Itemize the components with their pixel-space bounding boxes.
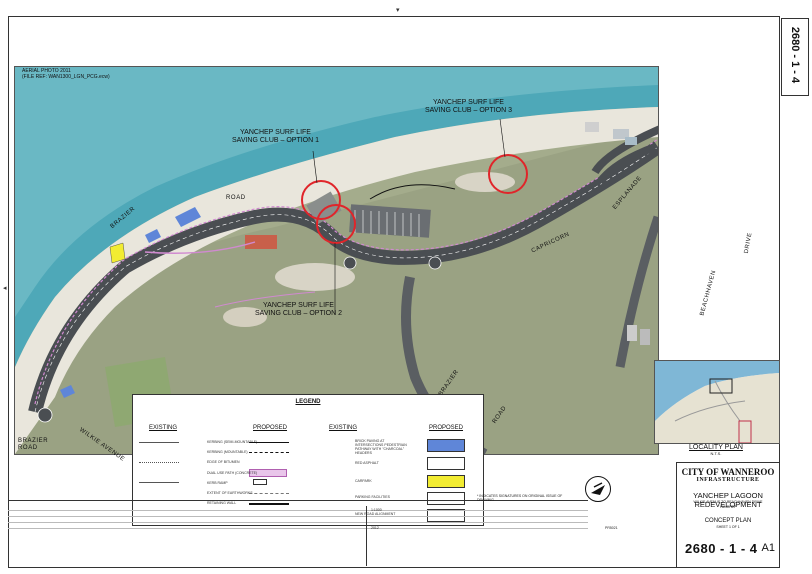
signature-note: * INDICATES SIGNATURES ON ORIGINAL ISSUE… xyxy=(477,494,563,502)
legend-swatch-brick-paving xyxy=(427,439,465,452)
side-drawing-number-text: 2680 - 1 - 4 xyxy=(789,26,801,84)
locality-plan-scale: N.T.S. xyxy=(710,451,722,456)
legend-item-kerb-ramp: KERB RAMP xyxy=(207,481,228,485)
aerial-photo-note: AERIAL PHOTO 2011 (FILE REF: WAN1300_LGN… xyxy=(22,68,110,80)
title-block: CITY OF WANNEROO INFRASTRUCTURE YANCHEP … xyxy=(676,462,780,568)
border-marker-top: ▾ xyxy=(396,7,400,14)
callout-option-1-line-2: SAVING CLUB – OPTION 1 xyxy=(232,137,320,144)
legend-item-red-asphalt: RED ASPHALT xyxy=(355,461,379,465)
legend: LEGEND EXISTING PROPOSED EXISTING PROPOS… xyxy=(132,394,484,526)
drawing-date: 2012 xyxy=(371,526,379,530)
legend-proposed-left: PROPOSED xyxy=(253,425,288,431)
legend-line-kerb-mountable xyxy=(249,452,289,453)
locality-plan-caption: LOCALITY PLAN xyxy=(689,444,743,451)
legend-item-dual-use-path: DUAL USE PATH (CONCRETE) xyxy=(207,471,258,475)
department-name: INFRASTRUCTURE xyxy=(696,477,760,483)
legend-item-parking: PARKING FACILITIES xyxy=(355,495,390,499)
legend-item-new-road: NEW ROAD ALIGNMENT xyxy=(355,512,396,516)
legend-swatch-carpark xyxy=(427,475,465,488)
photo-note-line-2: (FILE REF: WAN1300_LGN_PCG.ecw) xyxy=(22,74,110,80)
project-title: YANCHEP LAGOON REDEVELOPMENT xyxy=(693,491,763,509)
legend-line-earthworks xyxy=(249,493,289,494)
legend-swatch-new-road xyxy=(427,509,465,522)
callout-option-1-line-1: YANCHEP SURF LIFE xyxy=(240,129,311,136)
legend-item-kerb-mountable: KERBING (MOUNTABLE) xyxy=(207,450,248,454)
legend-line-kerb-ramp-existing xyxy=(139,482,179,483)
legend-item-kerb-semi: KERBING (SEMI-MOUNTABLE) xyxy=(207,440,258,444)
aerial-photo xyxy=(14,66,659,455)
callout-option-2-line-1: YANCHEP SURF LIFE xyxy=(263,302,334,309)
drawing-number: 2680 - 1 - 4 xyxy=(685,541,758,556)
revision-row xyxy=(8,511,588,517)
road-label-road: ROAD xyxy=(226,195,246,201)
legend-item-retaining-wall: RETAINING WALL xyxy=(207,501,237,505)
legend-swatch-red-asphalt xyxy=(427,457,465,470)
legend-item-edge-bitumen: EDGE OF BITUMEN xyxy=(207,460,240,464)
side-drawing-number: 2680 - 1 - 4 xyxy=(781,18,809,96)
road-label-brazier-road: BRAZIER ROAD xyxy=(18,438,48,452)
legend-line-kerb-proposed xyxy=(249,442,289,443)
legend-swatch-kerb-ramp xyxy=(253,479,267,485)
sheet-size: A1 xyxy=(761,542,775,554)
photo-note-line-1: AERIAL PHOTO 2011 xyxy=(22,68,71,74)
legend-item-brick-paving: BRICK PAVING AT INTERSECTIONS PEDESTRIAN… xyxy=(355,439,407,455)
brazier-road-line-2: ROAD xyxy=(18,445,38,451)
brazier-road-line-1: BRAZIER xyxy=(18,438,49,444)
callout-option-1: YANCHEP SURF LIFE SAVING CLUB – OPTION 1 xyxy=(232,129,319,145)
project-location: YANCHEP xyxy=(719,505,737,509)
sheet-count: SHEET 1 OF 1 xyxy=(716,525,740,529)
revision-table xyxy=(8,500,588,567)
organisation-name: CITY OF WANNEROO xyxy=(681,467,775,477)
locality-plan-map xyxy=(654,360,780,444)
legend-line-retaining-wall xyxy=(249,503,289,505)
project-code: PR5021 xyxy=(605,526,618,530)
callout-option-3: YANCHEP SURF LIFE SAVING CLUB – OPTION 3 xyxy=(425,99,512,115)
legend-proposed-right: PROPOSED xyxy=(429,425,464,431)
drawing-scale: 1:1000 xyxy=(371,508,382,512)
revision-row xyxy=(8,505,588,511)
legend-item-carpark: CARPARK xyxy=(355,479,372,483)
legend-existing-left: EXISTING xyxy=(149,425,178,431)
callout-option-3-line-2: SAVING CLUB – OPTION 3 xyxy=(425,107,513,114)
plan-type: CONCEPT PLAN xyxy=(704,518,752,524)
project-subtitle: WILKIE AVENUE TO BEACHHAVEN DRIVE xyxy=(693,500,763,504)
revision-row xyxy=(8,523,588,529)
legend-item-earthworks: EXTENT OF EARTHWORKS xyxy=(207,491,253,495)
callout-option-2-line-2: SAVING CLUB – OPTION 2 xyxy=(255,310,343,317)
border-marker-left: ◂ xyxy=(3,285,7,292)
callout-option-3-line-1: YANCHEP SURF LIFE xyxy=(433,99,504,106)
legend-line-kerb-existing xyxy=(139,442,179,443)
callout-option-2: YANCHEP SURF LIFE SAVING CLUB – OPTION 2 xyxy=(255,302,342,318)
legend-swatch-dual-use-path xyxy=(249,469,287,477)
north-arrow-icon xyxy=(585,476,611,502)
revision-row xyxy=(8,517,588,523)
legend-title: LEGEND xyxy=(295,399,321,405)
drawing-info-strip: 1:1000 * INDICATES SIGNATURES ON ORIGINA… xyxy=(366,494,667,566)
legend-swatch-parking xyxy=(427,492,465,505)
legend-line-bitumen-existing xyxy=(139,462,179,463)
legend-existing-right: EXISTING xyxy=(329,425,358,431)
